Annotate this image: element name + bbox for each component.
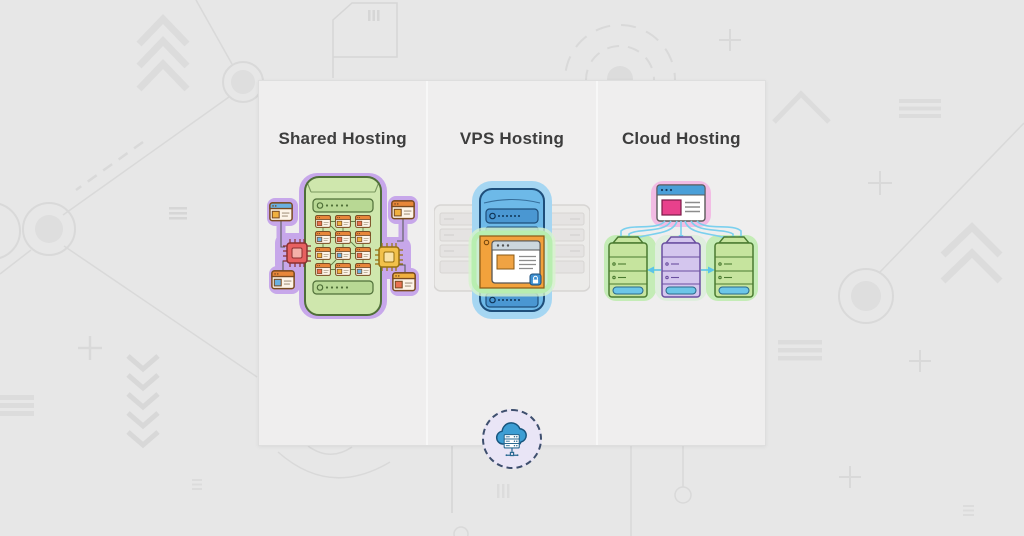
panel-title: VPS Hosting xyxy=(459,129,565,148)
secured-website-icon xyxy=(491,240,542,286)
shared-hosting-illustration xyxy=(266,173,419,319)
shared-server-icon xyxy=(303,176,382,316)
plus-icon xyxy=(909,350,931,372)
vps-hosting-illustration xyxy=(433,181,590,319)
server-rack-icon xyxy=(503,433,520,449)
network-node-icon xyxy=(0,202,258,378)
lock-icon xyxy=(529,273,542,286)
plus-icon xyxy=(78,336,102,360)
panel-cloud-hosting: Cloud Hosting xyxy=(597,81,765,445)
panel-shared-hosting: Shared Hosting xyxy=(259,81,427,445)
browser-window-icon xyxy=(656,184,707,222)
network-node-icon xyxy=(838,268,894,324)
cpu-chip-red-icon xyxy=(282,239,311,267)
menu-bars-icon xyxy=(169,207,187,220)
network-link-icon xyxy=(505,447,519,457)
dashed-line xyxy=(75,140,144,192)
menu-bars-icon xyxy=(963,505,974,516)
cloud-server-icon xyxy=(496,422,527,457)
panel-title: Shared Hosting xyxy=(278,129,407,148)
menu-bars-icon xyxy=(899,99,941,118)
ghost-server-icon xyxy=(433,204,481,292)
chevron-up-icon xyxy=(772,90,831,124)
network-node-icon xyxy=(62,0,264,216)
cloud-server-icon xyxy=(608,236,649,298)
chevron-down-icon xyxy=(126,354,160,449)
menu-bars-icon xyxy=(0,395,34,416)
chevron-up-icon xyxy=(136,13,190,92)
cloud-links xyxy=(620,220,743,239)
plus-icon xyxy=(868,171,892,195)
cloud-server-badge xyxy=(482,409,542,469)
cloud-hosting-illustration xyxy=(604,181,759,301)
cloud-server-icon xyxy=(661,236,702,298)
plus-icon xyxy=(719,29,741,51)
server-slot xyxy=(312,280,374,295)
chevron-up-icon xyxy=(940,222,1003,284)
server-slot xyxy=(485,208,539,224)
plus-icon xyxy=(839,466,861,488)
server-slot xyxy=(312,198,374,213)
panel-title: Cloud Hosting xyxy=(621,129,741,148)
menu-bars-icon xyxy=(192,479,202,490)
hosting-panels: Shared Hosting xyxy=(258,80,766,446)
menu-bars-icon xyxy=(778,340,822,361)
cloud-server-icon xyxy=(714,236,755,298)
circuit-node-icon xyxy=(674,486,692,504)
document-outline-icon xyxy=(332,2,398,78)
sync-arrows xyxy=(647,266,716,274)
site-links xyxy=(322,221,364,270)
cpu-chip-yellow-icon xyxy=(374,243,403,271)
panel-vps-hosting: VPS Hosting xyxy=(428,81,596,445)
vps-partition-highlight xyxy=(468,227,556,297)
